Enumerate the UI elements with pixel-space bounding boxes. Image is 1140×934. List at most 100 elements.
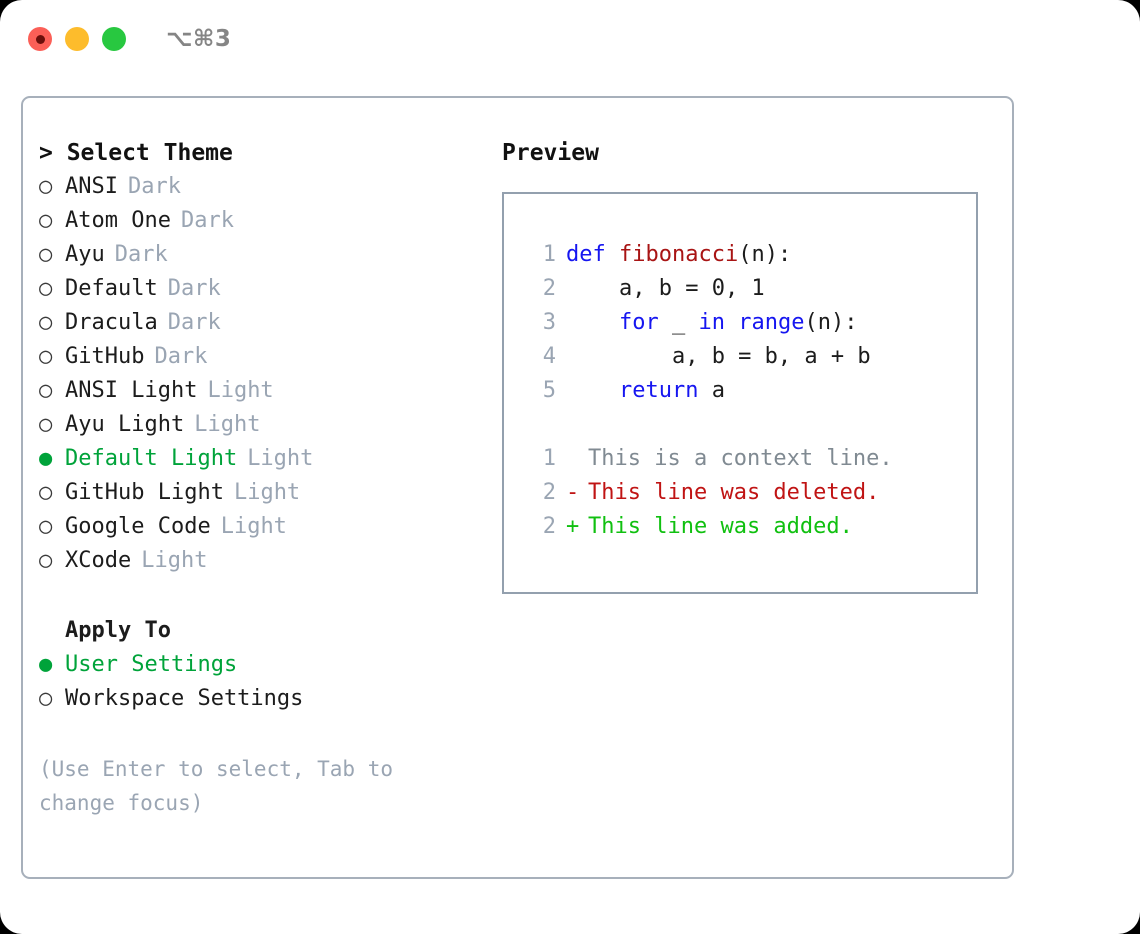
theme-variant-tag: Light <box>220 514 287 539</box>
theme-list-item[interactable]: ○ Ayu Dark <box>39 238 509 272</box>
radio-unselected-icon: ○ <box>39 344 53 369</box>
theme-variant-tag: Light <box>207 378 274 403</box>
recording-dot-icon <box>35 34 45 44</box>
code-line: 1 def fibonacci(n): <box>522 238 976 272</box>
line-number: 4 <box>542 344 556 369</box>
apply-to-header: Apply To <box>65 618 171 643</box>
radio-unselected-icon: ○ <box>39 242 53 267</box>
preview-title: Preview <box>502 140 599 166</box>
diff-marker: + <box>566 514 580 539</box>
theme-variant-tag: Dark <box>114 242 168 267</box>
minimize-button[interactable] <box>65 27 89 51</box>
theme-name-label: Atom One <box>65 208 171 233</box>
code-text: a, b = 0, 1 <box>566 272 765 306</box>
diff-marker <box>566 442 588 476</box>
code-text: a, b = b, a + b <box>566 340 871 374</box>
theme-list-item[interactable]: ○ Google Code Light <box>39 510 509 544</box>
diff-line: 1 This is a context line. <box>522 442 976 476</box>
apply-to-label: Workspace Settings <box>65 686 304 711</box>
apply-to-option[interactable]: ○ Workspace Settings <box>39 682 509 716</box>
code-token: (n): <box>738 242 792 267</box>
radio-unselected-icon: ○ <box>39 480 53 505</box>
radio-unselected-icon: ○ <box>39 548 53 573</box>
code-token: (n): <box>804 310 858 335</box>
theme-variant-tag: Light <box>194 412 261 437</box>
theme-name-label: Ayu Light <box>65 412 185 437</box>
radio-unselected-icon: ○ <box>39 276 53 301</box>
apply-to-option[interactable]: ●User Settings <box>39 648 509 682</box>
line-number: 5 <box>542 378 556 403</box>
code-token <box>566 378 619 403</box>
code-token: fibonacci <box>618 242 739 267</box>
code-token: for <box>618 310 659 335</box>
code-token <box>566 310 619 335</box>
code-token: return <box>618 378 699 403</box>
line-number: 1 <box>542 446 556 471</box>
line-number: 1 <box>542 242 556 267</box>
theme-variant-tag: Light <box>247 446 314 471</box>
line-number: 3 <box>542 310 556 335</box>
section-spacer <box>39 578 509 614</box>
code-token: a, b = b, a + b <box>566 344 871 369</box>
diff-spacer <box>522 408 976 442</box>
line-number: 2 <box>542 480 556 505</box>
theme-list-item[interactable]: ○ ANSI Dark <box>39 170 509 204</box>
code-token: a <box>698 378 725 403</box>
diff-line: 2-This line was deleted. <box>522 476 976 510</box>
diff-text: This line was deleted. <box>588 480 880 505</box>
radio-unselected-icon: ○ <box>39 514 53 539</box>
radio-unselected-icon: ○ <box>39 174 53 199</box>
theme-variant-tag: Dark <box>127 174 181 199</box>
radio-unselected-icon: ○ <box>39 378 53 403</box>
keyboard-shortcut-label: ⌥⌘3 <box>166 26 232 52</box>
theme-name-label: Default <box>65 276 158 301</box>
theme-name-label: Dracula <box>65 310 158 335</box>
diff-text: This line was added. <box>588 514 853 539</box>
close-button[interactable] <box>28 27 52 51</box>
theme-name-label: GitHub <box>65 344 145 369</box>
code-text: return a <box>566 374 725 408</box>
theme-name-label: Google Code <box>65 514 211 539</box>
theme-variant-tag: Dark <box>167 276 221 301</box>
code-text: for _ in range(n): <box>566 306 857 340</box>
radio-unselected-icon: ○ <box>39 310 53 335</box>
line-number: 2 <box>542 276 556 301</box>
diff-sample: 1 This is a context line.2-This line was… <box>522 442 976 544</box>
code-token: def <box>566 242 619 267</box>
code-token: _ <box>658 310 699 335</box>
theme-name-label: ANSI <box>65 174 118 199</box>
window-controls <box>28 27 126 51</box>
theme-variant-tag: Light <box>233 480 301 505</box>
diff-marker: - <box>566 480 580 505</box>
theme-variant-tag: Dark <box>180 208 234 233</box>
radio-selected-icon: ● <box>39 652 53 677</box>
code-line: 5 return a <box>522 374 976 408</box>
apply-to-list[interactable]: ●User Settings ○ Workspace Settings <box>39 648 509 716</box>
theme-name-label: ANSI Light <box>65 378 198 403</box>
diff-line: 2+This line was added. <box>522 510 976 544</box>
code-token <box>725 310 738 335</box>
radio-unselected-icon: ○ <box>39 686 53 711</box>
diff-text: This is a context line. <box>588 446 893 471</box>
maximize-button[interactable] <box>102 27 126 51</box>
theme-list-item[interactable]: ○ Default Dark <box>39 272 509 306</box>
code-token: in <box>698 310 725 335</box>
code-token: a, b = 0, 1 <box>566 276 765 301</box>
theme-list-item[interactable]: ○ ANSI Light Light <box>39 374 509 408</box>
theme-name-label: Ayu <box>65 242 105 267</box>
